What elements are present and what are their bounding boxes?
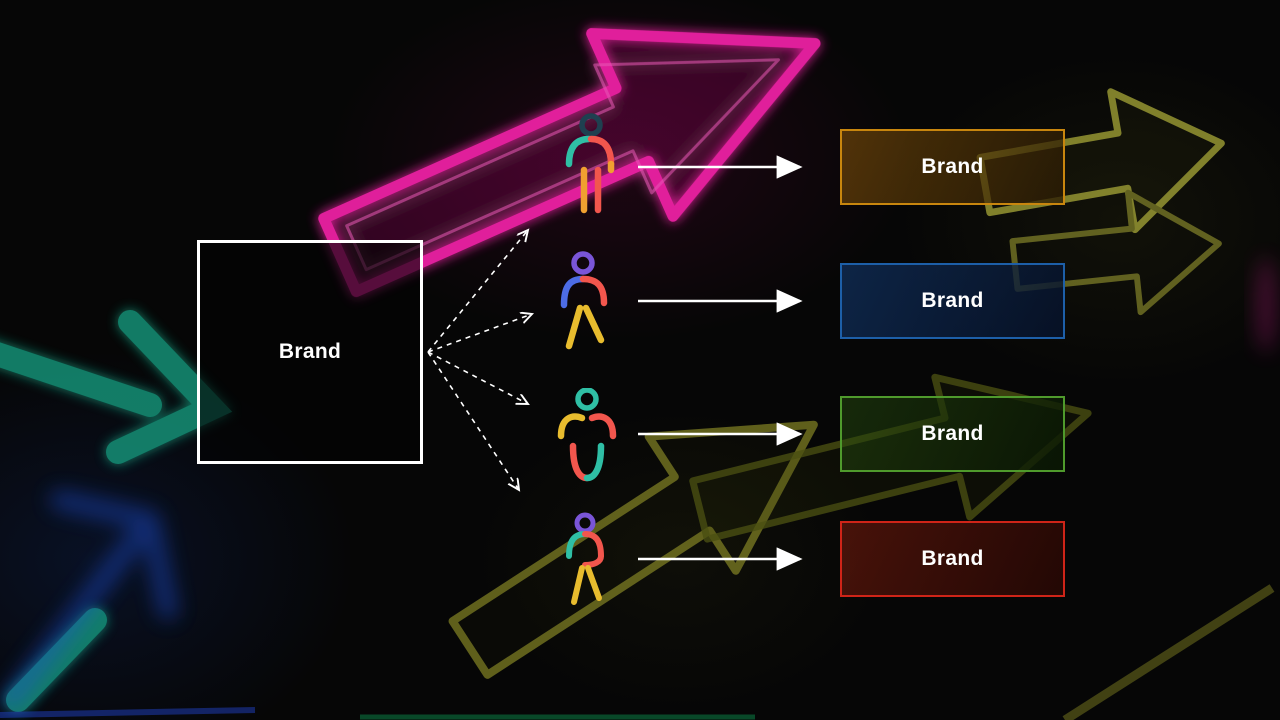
source-brand-box: Brand bbox=[197, 240, 423, 464]
target-brand-label-2: Brand bbox=[921, 289, 984, 312]
target-brand-label-4: Brand bbox=[921, 547, 984, 570]
target-brand-label-3: Brand bbox=[921, 422, 984, 445]
target-brand-box-1: Brand bbox=[840, 129, 1065, 205]
target-brand-box-2: Brand bbox=[840, 263, 1065, 339]
person-figure-standing-icon bbox=[555, 112, 625, 217]
blue-neon-arrow-icon bbox=[0, 490, 178, 710]
person-figure-arms-up-icon bbox=[552, 387, 622, 493]
target-brand-box-3: Brand bbox=[840, 396, 1065, 472]
target-brand-box-4: Brand bbox=[840, 521, 1065, 597]
yellow-neon-arrow-bottom-icon bbox=[448, 420, 818, 679]
person-figure-striding-icon bbox=[555, 512, 625, 617]
source-brand-label: Brand bbox=[278, 340, 342, 363]
person-figure-walking-icon bbox=[553, 250, 623, 355]
neon-edge-accents bbox=[0, 257, 1276, 720]
target-brand-label-1: Brand bbox=[921, 155, 984, 178]
